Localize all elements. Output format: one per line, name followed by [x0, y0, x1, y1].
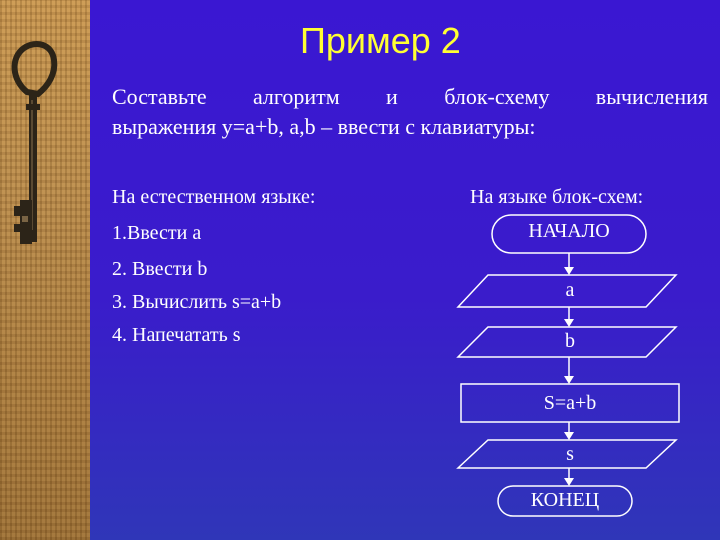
step-2: 2. Ввести b: [112, 258, 208, 280]
flowchart-end-label: КОНЕЦ: [530, 489, 600, 511]
slide-title: Пример 2: [300, 20, 461, 61]
flowchart-arrowhead: [564, 376, 574, 384]
flowchart-input-a-label: a: [565, 279, 575, 301]
flowchart-arrowhead: [564, 478, 574, 486]
step-3: 3. Вычислить s=a+b: [112, 291, 282, 313]
flowchart-output-label: s: [566, 443, 574, 465]
natural-language-heading: На естественном языке:: [112, 186, 316, 208]
flowchart-end-shape: [497, 485, 633, 517]
flowchart-input-b-label: b: [565, 330, 575, 352]
task-line-1: Составьте алгоритм и блок-схему вычислен…: [112, 84, 708, 109]
task-statement: Составьте алгоритм и блок-схему вычислен…: [112, 82, 708, 142]
step-1: 1.Ввести a: [112, 222, 202, 244]
flowchart-input-a-shape: [456, 274, 678, 308]
step-4: 4. Напечатать s: [112, 324, 241, 346]
flowchart-arrowhead: [564, 432, 574, 440]
flowchart-heading: На языке блок-схем:: [470, 186, 644, 208]
flowchart-arrowhead: [564, 267, 574, 275]
task-line-2: выражения y=a+b, a,b – ввести с клавиату…: [112, 114, 536, 139]
flowchart-start-label: НАЧАЛО: [528, 220, 610, 242]
flowchart-input-b-shape: [456, 326, 678, 358]
flowchart-process-shape: [460, 383, 680, 423]
flowchart-arrowhead: [564, 319, 574, 327]
flowchart-process-label: S=a+b: [543, 392, 597, 414]
flowchart-output-shape: [456, 439, 678, 469]
side-decoration-panel: [0, 0, 90, 540]
old-key-icon: [11, 41, 58, 244]
